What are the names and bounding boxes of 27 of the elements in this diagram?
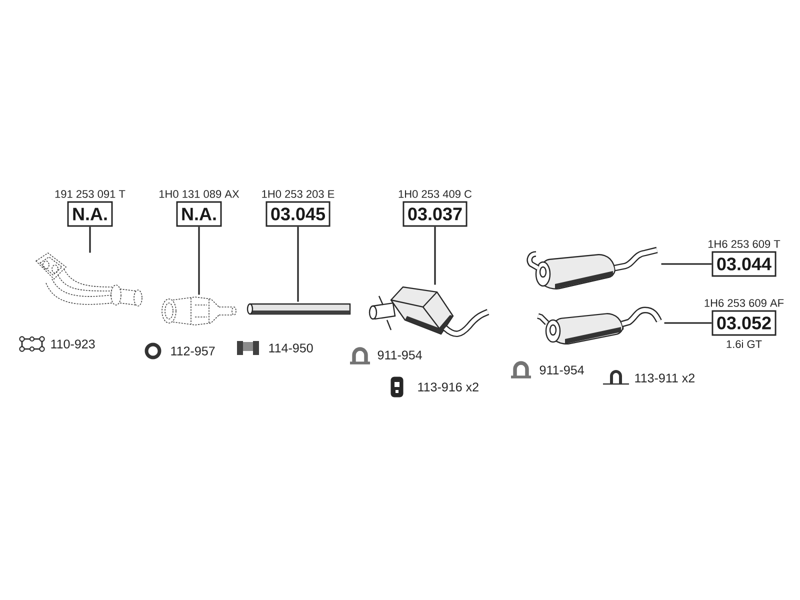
silencer bbox=[368, 286, 490, 337]
note-text: 1.6i GT bbox=[726, 340, 762, 348]
exhaust-pipe bbox=[246, 303, 351, 315]
leader-line bbox=[434, 226, 436, 285]
leader-line bbox=[661, 263, 712, 265]
part-number: 1H6 253 609 T bbox=[708, 240, 780, 248]
reference-box: 03.052 bbox=[712, 310, 776, 336]
leader-line bbox=[198, 226, 200, 295]
part-number: 1H0 253 409 C bbox=[398, 190, 472, 198]
silencer bbox=[526, 246, 658, 290]
reference-box: 03.037 bbox=[402, 201, 468, 227]
leader-line bbox=[664, 322, 712, 324]
part-number: 191 253 091 T bbox=[55, 190, 126, 198]
reference-box: 03.044 bbox=[712, 251, 776, 277]
leader-line bbox=[89, 226, 91, 253]
reference-box: N.A. bbox=[176, 201, 222, 227]
part-number: 114-950 bbox=[269, 344, 313, 352]
silencer bbox=[537, 306, 662, 345]
part-number: 1H0 253 203 E bbox=[262, 190, 334, 198]
catalytic-converter bbox=[162, 296, 236, 326]
part-number: 113-916 x2 bbox=[418, 382, 478, 392]
leader-line bbox=[297, 226, 299, 302]
part-number: 1H0 131 089 AX bbox=[159, 190, 240, 198]
part-number: 113-911 x2 bbox=[635, 374, 694, 382]
reference-box: 03.045 bbox=[266, 201, 330, 227]
reference-box: N.A. bbox=[67, 201, 113, 227]
part-number: 1H6 253 609 AF bbox=[704, 299, 784, 307]
